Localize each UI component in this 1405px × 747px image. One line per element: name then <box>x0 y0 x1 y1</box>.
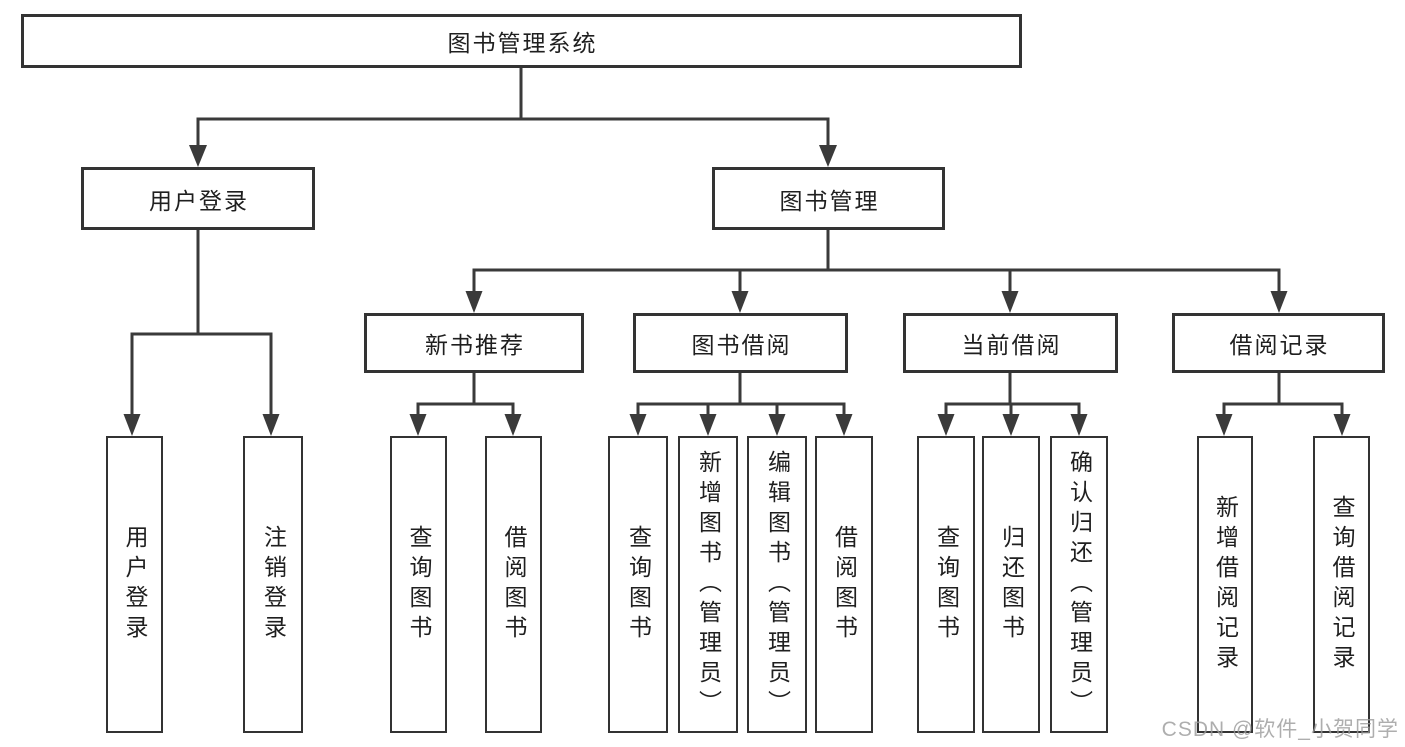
node-user-login: 用户登录 <box>81 167 315 230</box>
leaf-borrow-books-2: 借阅图书 <box>815 436 873 733</box>
leaf-query-books-1: 查询图书 <box>390 436 447 733</box>
leaf-edit-books-admin: 编辑图书（管理员） <box>747 436 807 733</box>
leaf-confirm-return-admin: 确认归还（管理员） <box>1050 436 1108 733</box>
leaf-query-borrow-record: 查询借阅记录 <box>1313 436 1370 733</box>
leaf-add-books-admin: 新增图书（管理员） <box>678 436 738 733</box>
leaf-borrow-books-1: 借阅图书 <box>485 436 542 733</box>
leaf-add-borrow-record: 新增借阅记录 <box>1197 436 1253 733</box>
node-new-book-recommendation: 新书推荐 <box>364 313 584 373</box>
node-current-borrowing: 当前借阅 <box>903 313 1118 373</box>
leaf-logout: 注销登录 <box>243 436 303 733</box>
leaf-user-login: 用户登录 <box>106 436 163 733</box>
node-book-management: 图书管理 <box>712 167 945 230</box>
leaf-return-books: 归还图书 <box>982 436 1040 733</box>
node-library-management-system: 图书管理系统 <box>21 14 1022 68</box>
node-borrowing-records: 借阅记录 <box>1172 313 1385 373</box>
leaf-query-books-3: 查询图书 <box>917 436 975 733</box>
leaf-query-books-2: 查询图书 <box>608 436 668 733</box>
node-book-borrowing: 图书借阅 <box>633 313 848 373</box>
